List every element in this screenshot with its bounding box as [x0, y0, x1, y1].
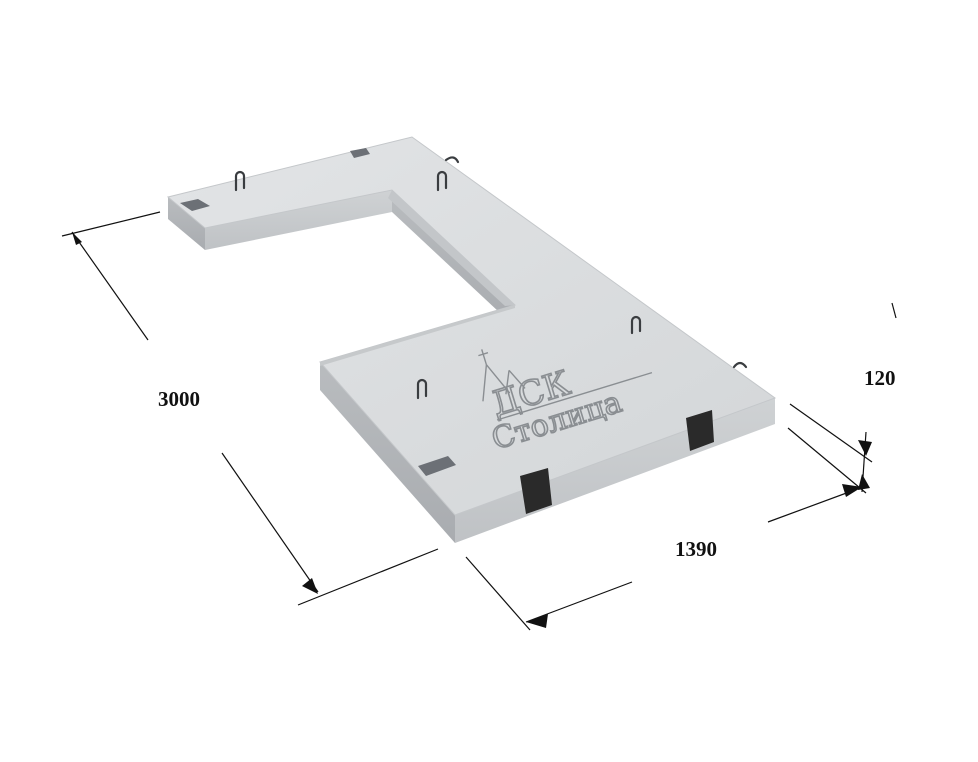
- arrow-head-icon: [302, 578, 318, 594]
- strap: [520, 468, 552, 514]
- pads: [180, 148, 456, 476]
- arrow-head-icon: [72, 232, 82, 245]
- dimension-line: [767, 487, 861, 523]
- lifting-loop-icon: [416, 378, 428, 400]
- dimension-line: [71, 231, 149, 341]
- arrow-head-icon: [858, 440, 872, 456]
- slab-side-left-lower: [320, 362, 455, 543]
- pad: [350, 148, 370, 158]
- concrete-slab: [166, 136, 777, 543]
- arrow-head-icon: [526, 614, 548, 628]
- extension-line: [465, 556, 531, 631]
- dimension-line: [891, 302, 897, 319]
- dimension-width: [465, 427, 867, 631]
- slab-top-surface: [166, 136, 777, 516]
- straps: [520, 410, 714, 514]
- dimension-thickness-label: 120: [864, 366, 896, 390]
- pad: [180, 199, 210, 211]
- slab-notch-inner-side: [388, 190, 515, 306]
- pad: [418, 456, 456, 476]
- arrow-head-icon: [842, 484, 862, 497]
- church-icon: [478, 349, 526, 402]
- slab-notch-inner-bottom: [320, 305, 515, 366]
- dimension-thickness: [789, 302, 897, 493]
- extension-line: [787, 427, 867, 494]
- logo-underline: [496, 371, 653, 421]
- extension-line: [61, 211, 161, 237]
- slab-side-front-arm: [205, 190, 392, 250]
- arrow-head-icon: [858, 474, 870, 490]
- strap: [686, 410, 714, 451]
- dimension-length-label: 3000: [158, 387, 200, 411]
- dimension-line: [221, 452, 319, 593]
- lifting-loop-icon: [234, 170, 246, 192]
- lifting-loop-icon: [444, 156, 460, 164]
- lifting-loops: [234, 156, 748, 400]
- dimension-line: [525, 581, 633, 623]
- lifting-loop-icon: [630, 315, 642, 335]
- slab-side-front-upper: [168, 197, 205, 250]
- dimension-length: [61, 211, 439, 606]
- lifting-loop-icon: [436, 170, 448, 192]
- extension-line: [789, 403, 873, 463]
- dimension-width-label: 1390: [675, 537, 717, 561]
- extension-line: [297, 548, 439, 606]
- lifting-loop-icon: [732, 361, 748, 369]
